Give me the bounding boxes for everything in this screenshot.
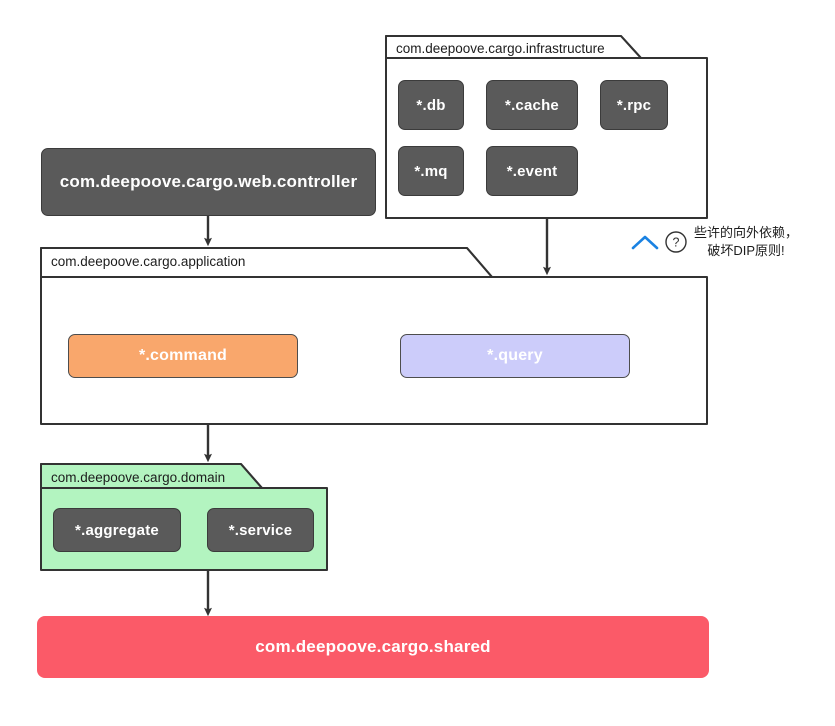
node-shared[interactable]: com.deepoove.cargo.shared xyxy=(37,616,709,678)
annotation-line-2: 破坏DIP原则! xyxy=(707,242,785,258)
package-label-infrastructure: com.deepoove.cargo.infrastructure xyxy=(396,41,605,56)
package-label-domain: com.deepoove.cargo.domain xyxy=(51,470,226,485)
package-application-tab-outline xyxy=(40,247,707,281)
question-mark-glyph: ? xyxy=(673,235,680,249)
package-application[interactable] xyxy=(40,247,708,425)
package-application-body xyxy=(40,276,708,425)
node-service[interactable]: *.service xyxy=(207,508,314,552)
node-query[interactable]: *.query xyxy=(400,334,630,378)
node-command[interactable]: *.command xyxy=(68,334,298,378)
annotation-icons: ? xyxy=(630,230,688,254)
package-domain-tab-outline xyxy=(40,463,327,492)
package-label-application: com.deepoove.cargo.application xyxy=(51,254,246,269)
node-event[interactable]: *.event xyxy=(486,146,578,196)
annotation-dip-warning: ? 些许的向外依赖， 破坏DIP原则! xyxy=(630,224,798,259)
node-rpc[interactable]: *.rpc xyxy=(600,80,668,130)
question-mark-circle-icon[interactable]: ? xyxy=(664,230,688,254)
node-mq[interactable]: *.mq xyxy=(398,146,464,196)
chevron-up-icon xyxy=(630,232,660,252)
annotation-text: 些许的向外依赖， 破坏DIP原则! xyxy=(694,224,798,259)
node-cache[interactable]: *.cache xyxy=(486,80,578,130)
annotation-line-1: 些许的向外依赖， xyxy=(694,225,799,240)
package-infrastructure-tab-outline xyxy=(385,35,707,62)
node-web-controller[interactable]: com.deepoove.cargo.web.controller xyxy=(41,148,376,216)
node-aggregate[interactable]: *.aggregate xyxy=(53,508,181,552)
node-db[interactable]: *.db xyxy=(398,80,464,130)
